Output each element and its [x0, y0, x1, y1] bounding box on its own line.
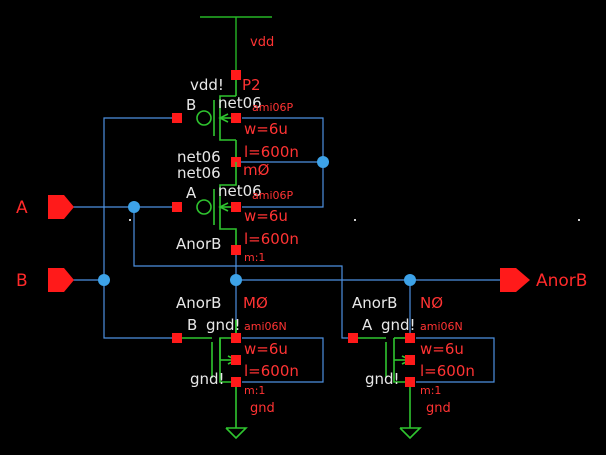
m0p-bulk-net: net06: [218, 182, 262, 200]
pin-b-shape[interactable]: [48, 268, 74, 292]
p2-gate-bubble: [196, 110, 212, 126]
n0-source-net: gnd!: [365, 370, 400, 388]
n0-gate-terminal[interactable]: [348, 333, 358, 343]
m0n-gnd-icon: [225, 427, 248, 440]
m0n-name: MØ: [243, 294, 268, 312]
pmos-p2[interactable]: vdd! P2 B net06 ami06P w=6u l=600n: [172, 70, 299, 167]
n0-model: ami06N: [420, 320, 463, 333]
wire-b-to-m0-gate: [103, 280, 177, 339]
n0-mult: m:1: [420, 384, 441, 397]
p2-source-terminal[interactable]: [231, 70, 241, 80]
m0n-mult: m:1: [244, 384, 265, 397]
wire-n0-bulk-loop: [416, 337, 495, 383]
wires: [72, 117, 500, 383]
pin-b-label: B: [16, 271, 28, 291]
p2-bulk-terminal[interactable]: [231, 113, 241, 123]
n0-length: l=600n: [420, 362, 475, 380]
n0-drain-terminal[interactable]: [405, 333, 415, 343]
n0-name: NØ: [420, 294, 443, 312]
wire-a-to-n0-gate: [133, 207, 353, 339]
m0p-source-net: net06: [177, 148, 221, 166]
junction-out-right: [404, 274, 416, 286]
m0p-gate-bubble: [196, 199, 212, 215]
pin-a-shape[interactable]: [48, 195, 74, 219]
m0n-drain-net: AnorB: [176, 294, 221, 312]
m0p-gate-net: A: [186, 184, 197, 202]
m0n-bulk-terminal[interactable]: [231, 355, 241, 365]
grid-dots: [129, 219, 580, 221]
wire-b-to-p2-gate: [103, 117, 177, 280]
m0n-drain-terminal[interactable]: [231, 333, 241, 343]
n0-gnd-label: gnd: [426, 401, 451, 416]
m0p-drain-net: AnorB: [176, 235, 221, 253]
m0n-source-net: gnd!: [190, 370, 225, 388]
m0n-width: w=6u: [244, 340, 288, 358]
m0n-model: ami06N: [244, 320, 287, 333]
pmos-m0[interactable]: net06 net06 mØ A net06 ami06P w=6u l=600…: [172, 148, 299, 264]
m0n-source-terminal[interactable]: [231, 377, 241, 387]
m0p-length: l=600n: [244, 230, 299, 248]
n0-gate-net: A: [362, 316, 373, 334]
m0p-mult: m:1: [244, 251, 265, 264]
m0n-gnd-label: gnd: [250, 401, 275, 416]
p2-model: ami06P: [252, 101, 294, 114]
m0p-bulk-terminal[interactable]: [231, 202, 241, 212]
junction-b: [98, 274, 110, 286]
n0-bulk-net: gnd!: [381, 316, 416, 334]
p2-length: l=600n: [244, 143, 299, 161]
n0-width: w=6u: [420, 340, 464, 358]
m0p-model: ami06P: [252, 189, 294, 202]
p2-width: w=6u: [244, 120, 288, 138]
nmos-n0[interactable]: AnorB NØ A gnd! ami06N w=6u l=600n gnd! …: [348, 294, 475, 440]
pin-b[interactable]: B: [16, 268, 74, 292]
p2-arrow-icon: [218, 113, 229, 123]
pin-anorb-label: AnorB: [536, 271, 587, 291]
junction-out-left: [230, 274, 242, 286]
m0n-length: l=600n: [244, 362, 299, 380]
p2-source-net: vdd!: [190, 76, 224, 94]
p2-gate-net: B: [186, 96, 196, 114]
m0p-width: w=6u: [244, 207, 288, 225]
m0p-arrow-icon: [218, 202, 229, 212]
n0-drain-net: AnorB: [352, 294, 397, 312]
pin-a[interactable]: A: [16, 195, 74, 219]
m0n-bulk-net: gnd!: [206, 316, 241, 334]
nmos-m0[interactable]: AnorB MØ B gnd! ami06N w=6u l=600n gnd! …: [172, 294, 299, 440]
vdd-label: vdd: [250, 35, 274, 50]
m0n-gate-net: B: [187, 316, 197, 334]
p2-name: P2: [242, 76, 261, 94]
m0p-source-net-2: net06: [177, 164, 221, 182]
vdd-supply[interactable]: vdd: [200, 16, 274, 75]
m0n-gate-terminal[interactable]: [172, 333, 182, 343]
m0p-name: mØ: [243, 161, 270, 179]
n0-gnd-icon: [399, 427, 422, 440]
n0-bulk-terminal[interactable]: [405, 355, 415, 365]
pin-a-label: A: [16, 198, 28, 218]
n0-source-terminal[interactable]: [405, 377, 415, 387]
p2-bulk-net: net06: [218, 94, 262, 112]
junctions: [98, 156, 416, 286]
pin-anorb[interactable]: AnorB: [500, 268, 587, 292]
p2-gate-terminal[interactable]: [172, 113, 182, 123]
m0p-drain-terminal[interactable]: [231, 245, 241, 255]
pin-anorb-shape[interactable]: [500, 268, 530, 292]
m0p-gate-terminal[interactable]: [172, 202, 182, 212]
wire-m0-bulk-loop: [242, 337, 324, 383]
junction-net06: [317, 156, 329, 168]
junction-a: [128, 201, 140, 213]
